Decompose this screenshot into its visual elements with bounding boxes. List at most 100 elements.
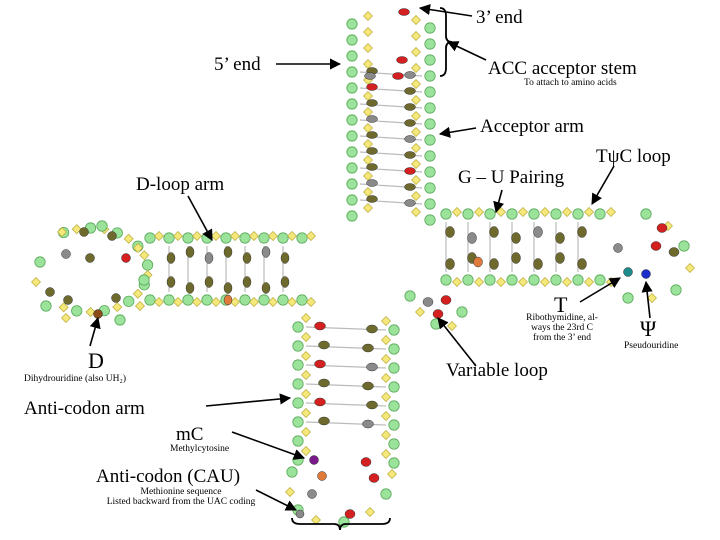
base-olive <box>261 282 271 294</box>
base-olive <box>577 226 587 238</box>
base-olive <box>185 282 195 294</box>
base-gray <box>404 135 416 143</box>
ribose-node <box>440 274 452 286</box>
base-olive <box>242 252 252 264</box>
ribose-node <box>388 400 400 412</box>
ribose-node <box>40 300 52 312</box>
ribose-node <box>96 220 108 232</box>
phosphate-node <box>452 277 462 287</box>
ribose-node <box>670 284 682 296</box>
ribose-node <box>424 198 436 210</box>
phosphate-node <box>363 27 373 37</box>
arrow-acceptor-arm <box>438 126 477 138</box>
ribose-node <box>346 130 358 142</box>
ribose-node <box>528 274 540 286</box>
label-3-end: 3’ end <box>476 7 523 28</box>
phosphate-node <box>411 95 421 105</box>
label-variable-loop: Variable loop <box>446 360 548 381</box>
base-gray <box>467 232 477 244</box>
label-tpsic-loop: TψC loop <box>596 146 671 167</box>
base-olive <box>45 287 55 297</box>
anticodon-brace <box>291 517 391 531</box>
phosphate-node <box>301 370 311 380</box>
base-olive <box>85 253 95 263</box>
ribose-node <box>388 324 400 336</box>
ribose-node <box>346 146 358 158</box>
base-olive <box>280 276 290 288</box>
ribose-node <box>292 359 304 371</box>
ribose-node <box>346 82 358 94</box>
phosphate-node <box>61 313 71 323</box>
ribose-node <box>622 292 634 304</box>
label-psi-symbol: Ψ <box>640 316 657 341</box>
phosphate-node <box>474 277 484 287</box>
base-olive <box>318 416 330 426</box>
bond-line <box>305 383 387 388</box>
phosphate-node <box>268 297 278 307</box>
phosphate-node <box>363 155 373 165</box>
ribose-node <box>163 294 175 306</box>
ribose-node <box>71 305 83 317</box>
ribose-node <box>424 118 436 130</box>
phosphate-node <box>211 231 221 241</box>
phosphate-node <box>249 297 259 307</box>
arrow-acc-acceptor-stem <box>446 41 487 61</box>
arrow-d-loop-arm <box>187 195 213 241</box>
ribose-node <box>462 208 474 220</box>
ribose-node <box>424 214 436 226</box>
ribose-node <box>258 294 270 306</box>
phosphate-node <box>192 297 202 307</box>
arrow-anticodon <box>255 489 298 511</box>
base-olive <box>404 103 416 111</box>
label-anticodon: Anti-codon (CAU) <box>96 466 241 487</box>
ribose-node <box>182 294 194 306</box>
phosphate-node <box>173 297 183 307</box>
ribose-node <box>572 208 584 220</box>
base-olive <box>404 183 416 191</box>
base-red <box>432 309 444 319</box>
phosphate-node <box>135 301 145 311</box>
base-olive <box>166 276 176 288</box>
phosphate-node <box>301 313 311 323</box>
base-gray <box>366 362 378 372</box>
phosphate-node <box>132 288 143 299</box>
base-red <box>366 83 378 91</box>
phosphate-node <box>415 307 425 317</box>
base-gray <box>404 199 416 207</box>
phosphate-node <box>647 293 657 303</box>
phosphate-node <box>285 487 295 497</box>
phosphate-node <box>411 63 421 73</box>
ribose-node <box>138 274 150 286</box>
phosphate-node <box>496 277 506 287</box>
phosphate-node <box>301 446 311 456</box>
ribose-node <box>424 54 436 66</box>
label-anticodon-arm: Anti-codon arm <box>24 398 145 419</box>
base-olive <box>366 147 378 155</box>
phosphate-node <box>411 207 421 217</box>
phosphate-node <box>173 231 183 241</box>
ribose-node <box>678 240 690 252</box>
ribose-node <box>346 194 358 206</box>
phosphate-node <box>31 277 41 287</box>
ribose-node <box>114 314 126 326</box>
ribose-node <box>388 438 400 450</box>
ribose-node <box>277 232 289 244</box>
phosphate-node <box>411 79 421 89</box>
base-olive <box>362 381 374 391</box>
base-olive <box>79 227 89 237</box>
phosphate-node <box>411 143 421 153</box>
base-gray <box>204 252 214 264</box>
base-red <box>368 473 380 483</box>
ribose-node <box>528 208 540 220</box>
base-olive <box>366 195 378 203</box>
base-olive <box>489 258 499 270</box>
label-t-note-3: from the 3’ end <box>532 333 592 343</box>
phosphate-node <box>363 123 373 133</box>
base-red <box>392 72 404 80</box>
ribose-node <box>286 466 298 478</box>
base-olive <box>404 151 416 159</box>
phosphate-node <box>411 31 421 41</box>
phosphate-node <box>230 231 240 241</box>
label-d-loop-arm: D-loop arm <box>136 174 225 195</box>
label-psi-note: Pseudouridine <box>624 341 679 351</box>
